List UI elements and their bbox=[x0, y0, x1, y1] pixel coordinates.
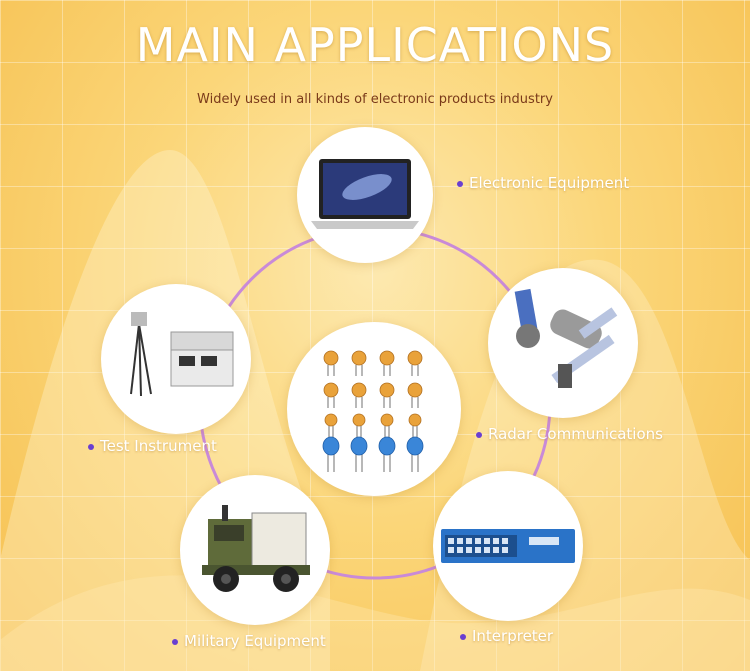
application-label-radar-communications: Radar Communications bbox=[476, 425, 663, 443]
label-text: Military Equipment bbox=[184, 632, 326, 650]
application-label-military-equipment: Military Equipment bbox=[172, 632, 326, 650]
network-switch-icon bbox=[441, 529, 575, 563]
laptop-icon bbox=[311, 159, 419, 229]
label-text: Interpreter bbox=[472, 627, 554, 645]
label-text: Electronic Equipment bbox=[469, 174, 630, 192]
capacitors-icon bbox=[322, 350, 424, 472]
application-bubble-test-instrument bbox=[101, 284, 251, 434]
bullet-dot-icon bbox=[476, 431, 482, 438]
label-text: Test Instrument bbox=[100, 437, 217, 455]
bullet-dot-icon bbox=[457, 180, 463, 187]
page-title: MAIN APPLICATIONS bbox=[135, 18, 615, 72]
page-subtitle: Widely used in all kinds of electronic p… bbox=[197, 92, 553, 107]
center-product-bubble bbox=[287, 322, 461, 496]
bullet-dot-icon bbox=[88, 443, 94, 450]
military-truck-icon bbox=[202, 505, 310, 592]
application-label-interpreter: Interpreter bbox=[460, 627, 553, 645]
test-instrument-icon bbox=[130, 312, 234, 397]
application-bubble-military-equipment bbox=[180, 475, 330, 625]
application-label-electronic-equipment: Electronic Equipment bbox=[457, 174, 629, 192]
application-bubble-interpreter bbox=[433, 471, 583, 621]
application-label-test-instrument: Test Instrument bbox=[88, 437, 217, 455]
bullet-dot-icon bbox=[460, 633, 466, 640]
label-text: Radar Communications bbox=[488, 425, 663, 443]
application-bubble-electronic-equipment bbox=[297, 127, 433, 263]
application-bubble-radar-communications bbox=[488, 268, 638, 418]
bullet-dot-icon bbox=[172, 638, 178, 645]
satellite-icon bbox=[514, 288, 618, 388]
